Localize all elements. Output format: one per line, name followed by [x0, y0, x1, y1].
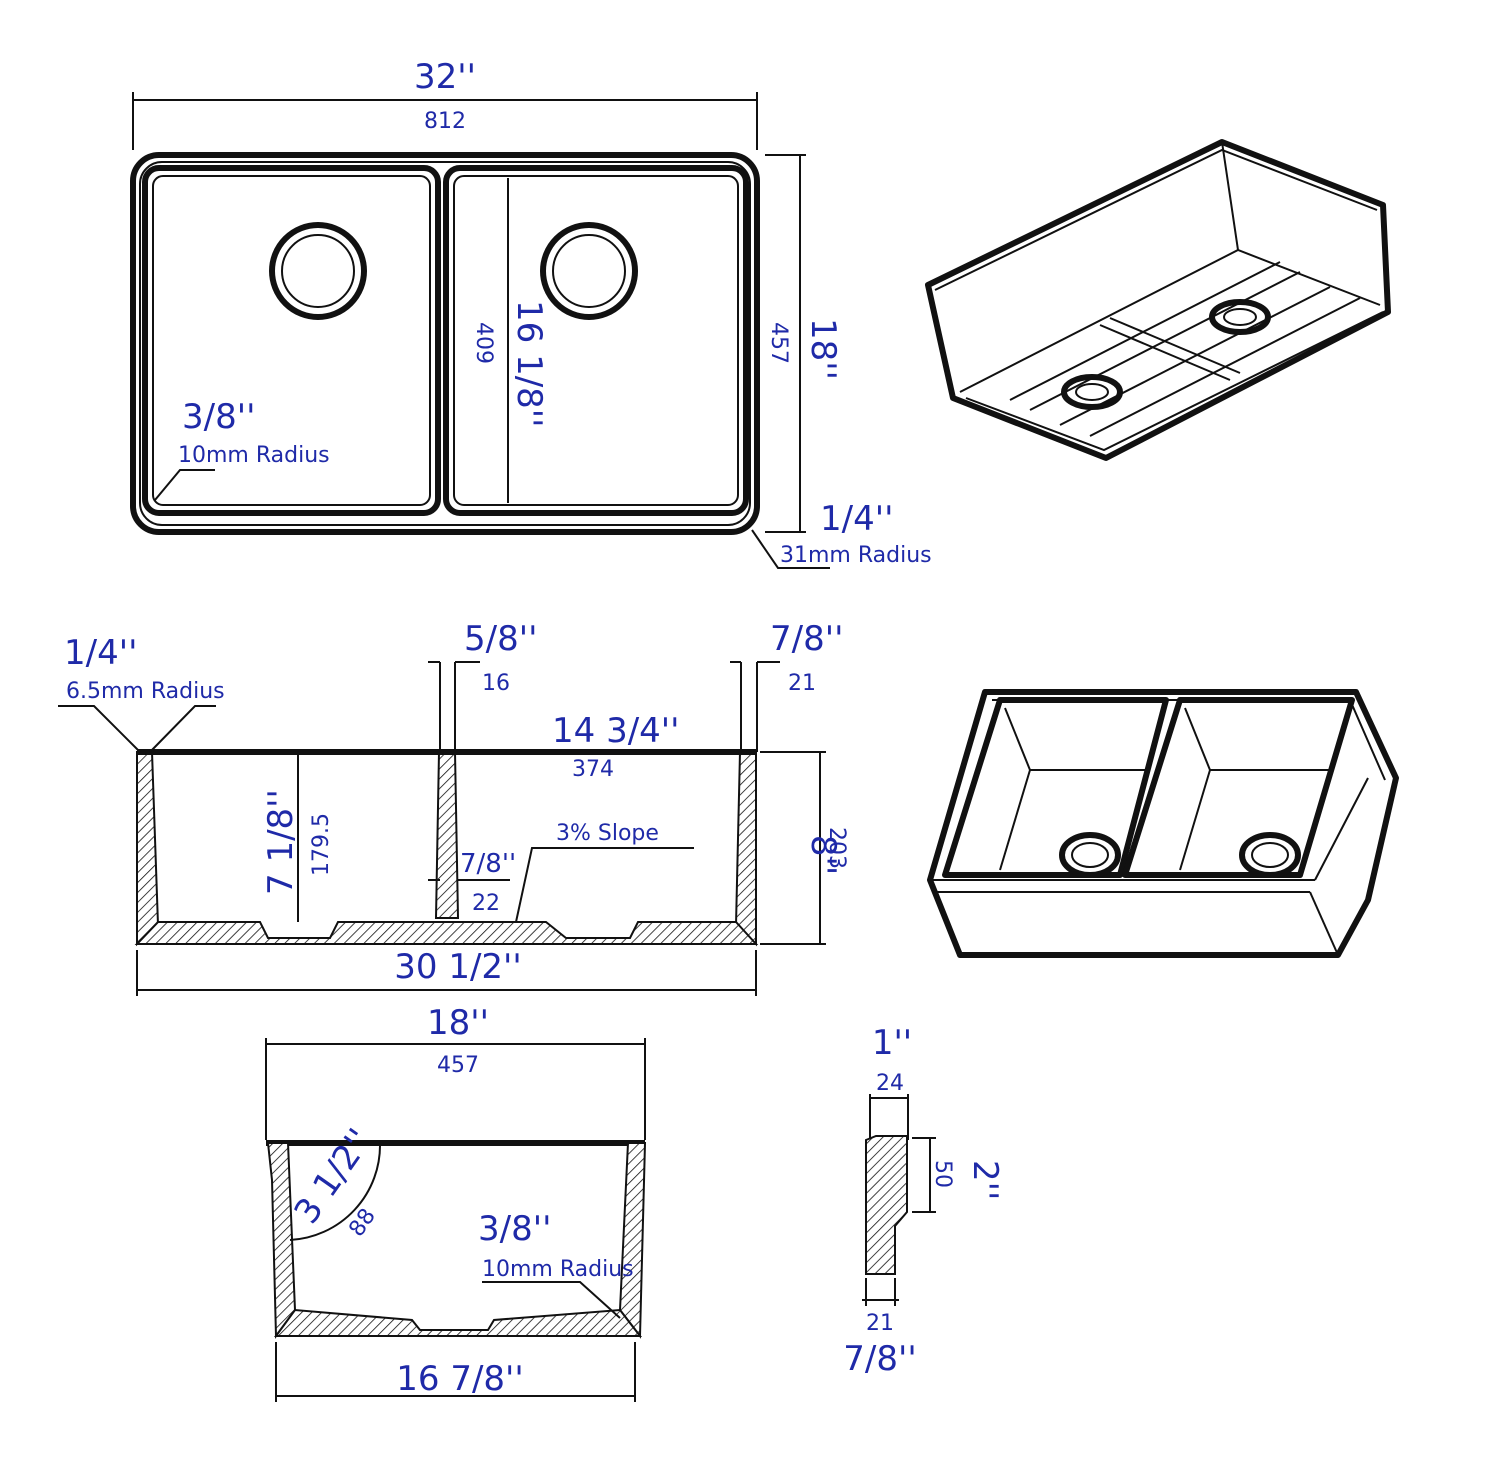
- front-section: 1/4'' 6.5mm Radius 5/8'' 16 7/8'' 21 14 …: [58, 619, 849, 996]
- rim-bottom-mm: 21: [866, 1311, 894, 1336]
- rim-top-in: 1'': [872, 1023, 912, 1063]
- top-width-in: 32'': [414, 57, 476, 97]
- top-outer-radius-mm: 31mm Radius: [780, 543, 932, 568]
- front-divider-bottom-in: 7/8'': [460, 849, 516, 879]
- side-apron-radius-mm: 88: [344, 1204, 381, 1241]
- front-edge-radius-mm: 6.5mm Radius: [66, 679, 225, 704]
- top-inner-radius-mm: 10mm Radius: [178, 443, 330, 468]
- front-bowl-height-mm: 179.5: [309, 813, 334, 876]
- isometric-front-view: [927, 689, 1399, 958]
- top-depth-in: 18'': [803, 318, 843, 380]
- rim-height-in: 2'': [965, 1160, 1005, 1200]
- bowl-depth-mm: 409: [471, 322, 496, 364]
- top-depth-mm: 457: [766, 322, 791, 364]
- front-bowl-width-in: 14 3/4'': [552, 711, 679, 751]
- front-height-mm: 203: [824, 827, 849, 869]
- front-bowl-width-mm: 374: [572, 757, 614, 782]
- top-width-mm: 812: [424, 109, 466, 134]
- top-outer-radius-in: 1/4'': [820, 499, 893, 539]
- side-base-width-in: 16 7/8'': [396, 1359, 523, 1399]
- front-edge-radius-in: 1/4'': [64, 633, 137, 673]
- bowl-depth-in: 16 1/8'': [509, 300, 549, 427]
- side-width-mm: 457: [437, 1053, 479, 1078]
- side-inner-radius-in: 3/8'': [478, 1209, 551, 1249]
- rim-top-mm: 24: [876, 1071, 904, 1096]
- side-width-in: 18'': [427, 1003, 489, 1043]
- front-slope: 3% Slope: [556, 821, 659, 846]
- side-inner-radius-mm: 10mm Radius: [482, 1257, 634, 1282]
- front-divider-bottom-mm: 22: [472, 891, 500, 916]
- front-wall-in: 7/8'': [770, 619, 843, 659]
- front-divider-in: 5/8'': [464, 619, 537, 659]
- front-wall-mm: 21: [788, 671, 816, 696]
- side-section: 18'' 457 3 1/2'' 88 3/8'' 10mm Radius 16…: [265, 1003, 647, 1402]
- top-view: 32'' 812 16 1/8'' 409 18'' 457 3/8'' 10m…: [130, 57, 932, 569]
- rim-detail: 1'' 24 50 2'' 21 7/8'': [843, 1023, 1005, 1379]
- front-divider-mm: 16: [482, 671, 510, 696]
- front-height-in: 8'': [803, 835, 843, 875]
- front-base-width-in: 30 1/2'': [394, 947, 521, 987]
- rim-height-mm: 50: [930, 1160, 955, 1188]
- front-bowl-height-in: 7 1/8'': [261, 789, 301, 895]
- top-inner-radius-in: 3/8'': [182, 397, 255, 437]
- rim-bottom-in: 7/8'': [843, 1339, 916, 1379]
- isometric-bottom-view: [925, 139, 1391, 461]
